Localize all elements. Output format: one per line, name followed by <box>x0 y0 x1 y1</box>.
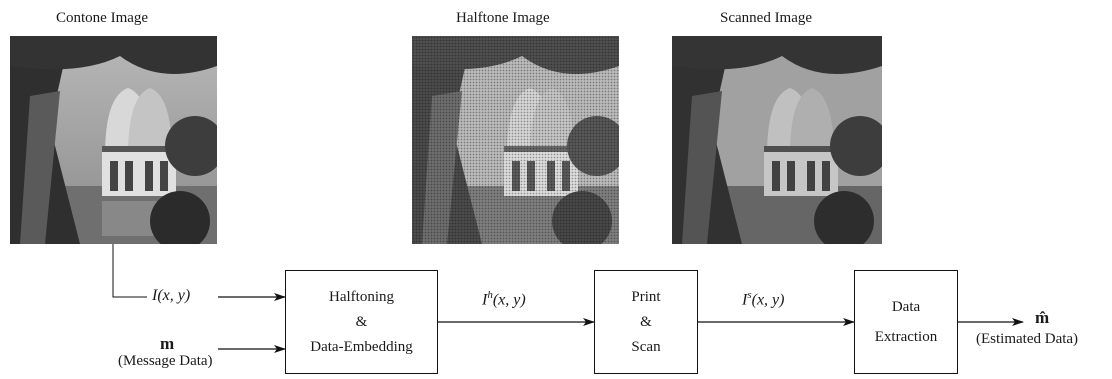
contone-image-caption: Contone Image <box>56 10 149 26</box>
halftoning-block-line-2: & <box>355 313 368 330</box>
halftone-signal: Ih(x, y) <box>482 289 526 309</box>
halftoning-block-line-1: Halftoning <box>329 288 394 305</box>
scanned-signal: Is(x, y) <box>742 289 785 309</box>
scanned-image-caption: Scanned Image <box>720 10 813 26</box>
print-scan-block-line-3: Scan <box>631 338 661 355</box>
contone-to-input-line <box>112 244 147 298</box>
data-extraction-block-line-2: Extraction <box>874 329 938 345</box>
print-scan-block: Print & Scan <box>594 270 698 374</box>
scanned-image <box>672 36 882 244</box>
message-symbol: m <box>160 334 175 353</box>
data-extraction-block-line-1: Data <box>891 299 921 315</box>
input-image-signal: I(x, y) <box>152 287 191 304</box>
contone-image <box>10 36 217 244</box>
halftoning-block: Halftoning & Data-Embedding <box>285 270 438 374</box>
print-scan-block-line-1: Print <box>631 288 661 305</box>
estimated-data-label: (Estimated Data) <box>976 331 1079 347</box>
message-data-label: (Message Data) <box>118 353 213 369</box>
print-scan-block-line-2: & <box>640 313 652 330</box>
data-extraction-block: Data Extraction <box>854 270 958 374</box>
halftone-image-caption: Halftone Image <box>456 10 550 26</box>
halftoning-block-line-3: Data-Embedding <box>310 338 413 355</box>
estimated-symbol: m̂ <box>1035 308 1050 327</box>
halftone-image <box>412 36 619 244</box>
